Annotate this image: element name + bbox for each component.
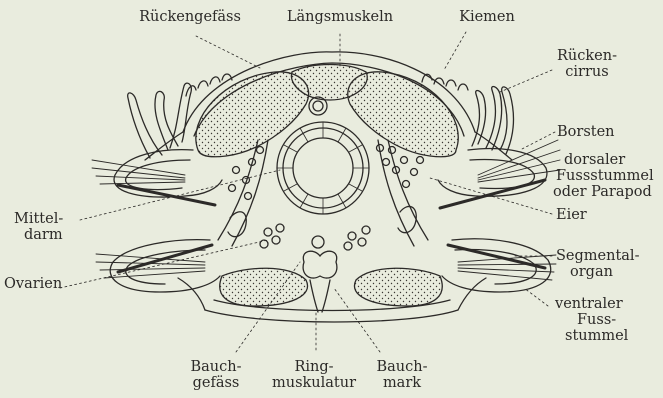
left-aciculae: [118, 185, 215, 272]
label-ringmuskulatur: Ring- muskulatur: [272, 359, 356, 391]
label-kiemen: Kiemen: [459, 9, 515, 25]
body-wall-ventral: [205, 310, 458, 322]
label-laengsmuskeln: Längsmuskeln: [287, 9, 393, 25]
ventral-muscle-right: [354, 268, 442, 306]
ventral-nerve-cord: [303, 251, 337, 278]
label-ventraler-fussstummel: ventraler Fuss- stummel: [555, 296, 628, 344]
label-ovarien: Ovarien: [4, 276, 62, 292]
label-bauchgefaess: Bauch- gefäss: [191, 359, 242, 391]
ventral-muscle-left: [220, 268, 308, 306]
label-eier: Eier: [556, 207, 587, 223]
dorsal-vessel: [309, 97, 327, 115]
left-dorsal-cirrus: [128, 93, 162, 158]
ventral-vessel: [312, 236, 324, 248]
label-dorsaler-fussstummel: dorsaler Fussstummel oder Parapod: [556, 152, 654, 200]
right-dorsal-cirrus: [500, 87, 513, 154]
label-rueckengefaess: Rückengefäss: [139, 9, 241, 25]
label-borsten: Borsten: [557, 124, 615, 140]
eggs: [229, 145, 424, 200]
left-setae: [92, 160, 205, 278]
label-segmentalorgan: Segmental- organ: [556, 248, 639, 280]
label-rueckencirrus: Rücken- cirrus: [557, 48, 617, 80]
label-mitteldarm: Mittel- darm: [14, 211, 63, 243]
label-bauchmark: Bauch- mark: [377, 359, 428, 391]
